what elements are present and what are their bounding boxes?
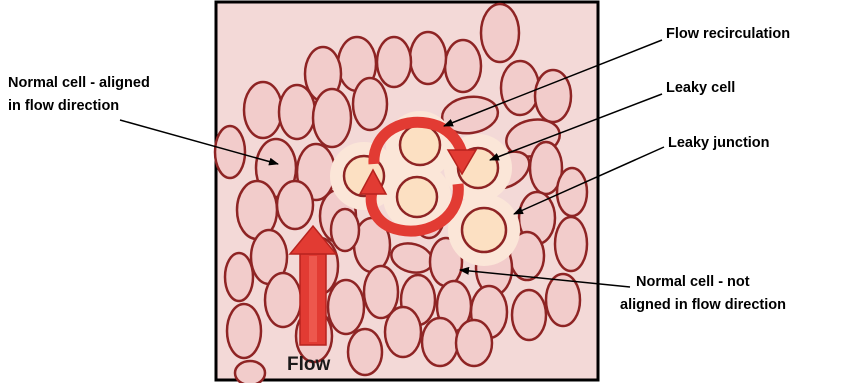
normal-cell [385,307,421,357]
normal-cell [501,61,539,115]
normal-cell [348,329,382,375]
label-normal-not-aligned-line2: aligned in flow direction [620,297,786,313]
normal-cell [331,209,359,251]
label-flow-recirculation: Flow recirculation [666,26,790,42]
normal-cell [277,181,313,229]
normal-cell [244,82,282,138]
normal-cell [328,280,364,334]
normal-cell [377,37,411,87]
leaky-cell [462,208,506,252]
normal-cell [215,126,245,178]
normal-cell [313,89,351,147]
normal-cell [481,4,519,62]
normal-cell [225,253,253,301]
leaky-cell [400,125,440,165]
normal-cell [456,320,492,366]
normal-cell [279,85,315,139]
normal-cell [445,40,481,92]
flow-arrow-highlight [309,256,317,342]
leaky-cell [397,177,437,217]
normal-cell [555,217,587,271]
label-normal-aligned-line1: Normal cell - aligned [8,75,150,91]
label-normal-not-aligned: Normal cell - not aligned in flow direct… [620,274,786,313]
normal-cell [512,290,546,340]
label-flow: Flow [287,354,330,375]
label-normal-aligned-line2: in flow direction [8,98,119,114]
label-leaky-junction: Leaky junction [668,135,770,151]
label-normal-aligned: Normal cell - aligned in flow direction [8,75,154,114]
label-normal-not-aligned-line1: Normal cell - not [636,274,750,290]
normal-cell [227,304,261,358]
label-leaky-cell: Leaky cell [666,80,735,96]
normal-cell [353,78,387,130]
normal-cell [265,273,301,327]
normal-cell [410,32,446,84]
normal-cell [422,318,458,366]
normal-cell [235,361,265,383]
